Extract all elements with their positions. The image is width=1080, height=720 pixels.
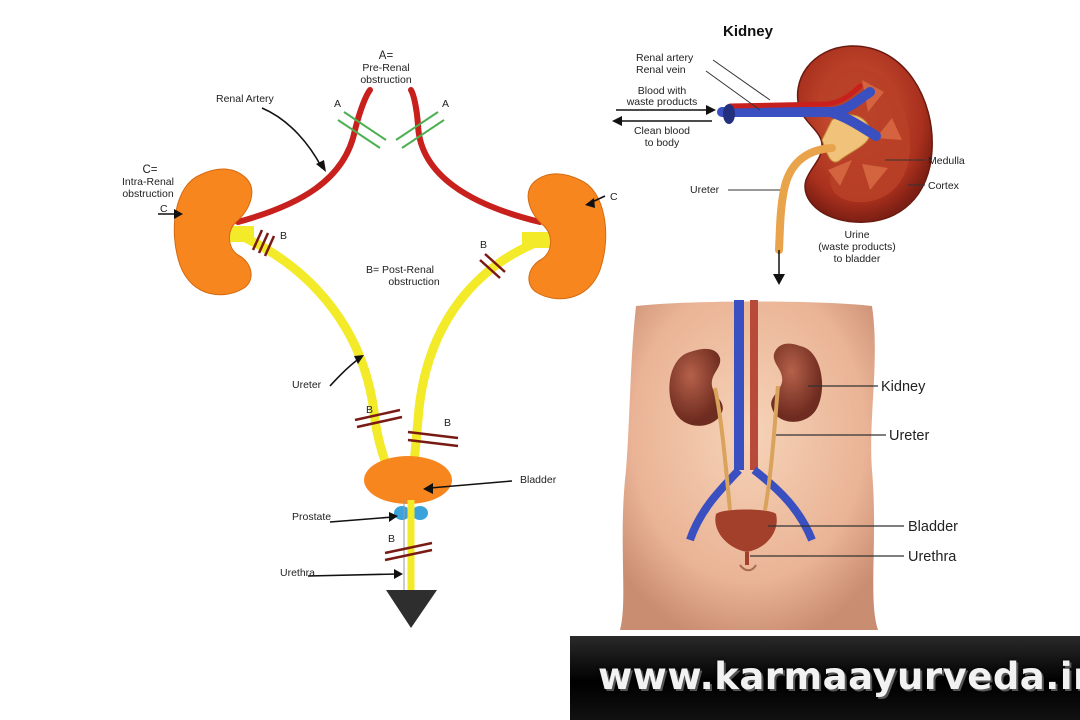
prostate-label: Prostate xyxy=(292,511,331,523)
body-urinary-diagram: Kidney Ureter Bladder Urethra xyxy=(620,300,958,630)
vein-opening xyxy=(723,104,735,124)
post-renal-line2: obstruction xyxy=(388,276,440,288)
post-renal-line1: B= Post-Renal xyxy=(366,264,434,276)
detail-leaders xyxy=(705,59,925,191)
post-renal-blockage-right-kidney xyxy=(479,253,506,279)
body-bladder-label: Bladder xyxy=(908,519,958,535)
urine-line3: to bladder xyxy=(834,253,881,265)
bladder-label-left: Bladder xyxy=(520,474,557,486)
post-renal-blockage-left-kidney xyxy=(251,229,276,257)
marker-a-left: A xyxy=(334,98,341,110)
marker-c-right: C xyxy=(610,191,618,203)
prostate-right xyxy=(412,506,428,520)
blood-out-line1: Clean blood xyxy=(634,125,690,137)
renal-vein-detail xyxy=(717,87,881,141)
prostate-left xyxy=(394,506,410,520)
urine-line1: Urine xyxy=(844,229,869,241)
left-renal-artery xyxy=(235,87,373,225)
medulla-label: Medulla xyxy=(928,155,965,167)
blood-out-arrow-head xyxy=(612,116,622,126)
post-renal-blockage-urethra xyxy=(384,541,433,562)
cortex-label: Cortex xyxy=(928,180,960,192)
marker-b-right-kidney: B xyxy=(480,239,487,251)
marker-b-left-ureter: B xyxy=(366,404,373,416)
ureter-label-left: Ureter xyxy=(292,379,322,391)
pre-renal-title: A= xyxy=(379,50,394,62)
flow-arrows xyxy=(616,109,712,122)
watermark-banner xyxy=(570,636,1080,720)
left-renal-pelvis xyxy=(226,226,254,242)
right-renal-artery xyxy=(408,87,543,225)
watermark-url: www.karmaayurveda.in xyxy=(598,655,1080,698)
marker-b-left-kidney: B xyxy=(280,230,287,242)
body-kidney-label: Kidney xyxy=(881,379,926,395)
pre-renal-line2: obstruction xyxy=(360,74,412,86)
body-left-kidney xyxy=(669,348,723,426)
body-ureter-label: Ureter xyxy=(889,428,929,444)
post-renal-blockage-right-ureter xyxy=(407,430,459,448)
pre-renal-blockage-right xyxy=(395,111,445,149)
iliac-vessels xyxy=(686,466,816,542)
pre-renal-blockage-left xyxy=(337,111,387,149)
urethra-label-left: Urethra xyxy=(280,567,315,579)
bladder-shape xyxy=(364,456,452,504)
renal-artery-label: Renal Artery xyxy=(216,93,275,105)
renal-artery-detail xyxy=(727,83,863,109)
blood-in-line2: waste products xyxy=(626,96,698,108)
right-renal-pelvis xyxy=(522,232,550,248)
pre-renal-line1: Pre-Renal xyxy=(362,62,409,74)
blood-in-arrow-head xyxy=(706,105,716,115)
intra-renal-line2: obstruction xyxy=(122,188,174,200)
intra-renal-title: C= xyxy=(142,164,157,176)
obstruction-diagram: A= Pre-Renal obstruction A A Renal Arter… xyxy=(122,50,618,628)
detail-renal-artery-label: Renal artery xyxy=(636,52,694,64)
body-ureter-right xyxy=(763,385,780,511)
marker-b-urethra: B xyxy=(388,533,395,545)
post-renal-blockage-left-ureter xyxy=(354,408,403,429)
navel xyxy=(739,564,757,572)
marker-b-right-ureter: B xyxy=(444,417,451,429)
intra-renal-line1: Intra-Renal xyxy=(122,176,174,188)
left-kidney xyxy=(173,168,253,296)
urethra-opening xyxy=(386,590,437,628)
torso-silhouette xyxy=(620,301,878,630)
detail-renal-vein-label: Renal vein xyxy=(636,64,686,76)
body-ureter-left xyxy=(713,387,732,511)
ureter-detail xyxy=(775,144,836,254)
blood-out-line2: to body xyxy=(645,137,680,149)
urine-line2: (waste products) xyxy=(818,241,896,253)
marker-a-right: A xyxy=(442,98,449,110)
blood-in-line1: Blood with xyxy=(638,85,687,97)
kidney-detail-title: Kidney xyxy=(723,23,774,40)
detail-ureter-label: Ureter xyxy=(690,184,720,196)
urine-arrow-head xyxy=(773,274,785,285)
body-right-kidney xyxy=(771,343,823,422)
arrow-heads xyxy=(174,160,595,579)
body-bladder xyxy=(715,509,777,552)
body-urethra-label: Urethra xyxy=(908,549,957,565)
body-leaders xyxy=(750,385,904,557)
kidney-detail-diagram: Kidney xyxy=(612,23,965,285)
marker-c-left: C xyxy=(160,203,168,215)
